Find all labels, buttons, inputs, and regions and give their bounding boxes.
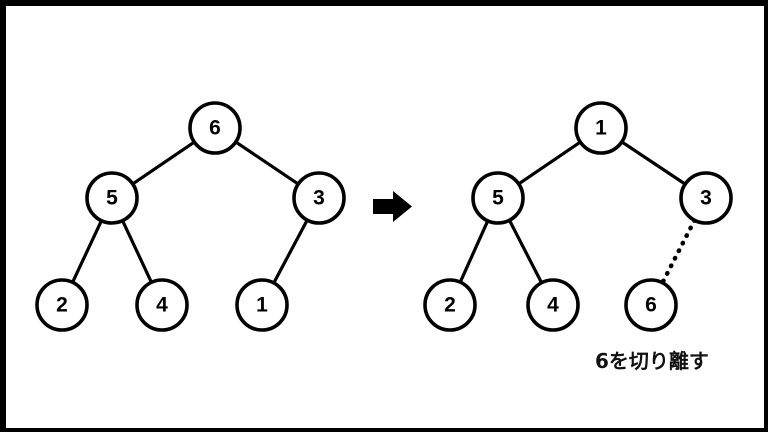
tree-edge-b-l-b-lr <box>120 219 154 284</box>
node-label: 4 <box>156 294 168 317</box>
tree-node-4[interactable]: 4 <box>526 278 580 332</box>
tree-edge-b-root-b-l <box>131 140 196 186</box>
tree-node-3[interactable]: 3 <box>679 171 733 225</box>
caption-label: 6を切り離す <box>595 349 709 373</box>
tree-edge-b-l-b-ll <box>70 219 104 284</box>
node-circle <box>574 101 628 155</box>
node-label: 1 <box>256 294 268 317</box>
node-circle <box>235 278 289 332</box>
node-circle <box>188 101 242 155</box>
node-circle <box>624 278 678 332</box>
node-label: 3 <box>313 187 325 210</box>
tree-edge-b-r-b-rl <box>272 218 309 285</box>
tree-after-panel: 1 5 3 2 4 6 <box>423 101 733 332</box>
tree-node-1[interactable]: 1 <box>574 101 628 155</box>
tree-node-3[interactable]: 3 <box>292 171 346 225</box>
tree-node-2[interactable]: 2 <box>423 278 477 332</box>
tree-node-5[interactable]: 5 <box>85 171 139 225</box>
node-label: 2 <box>56 294 68 317</box>
tree-after-edges <box>458 140 697 286</box>
tree-before-edges <box>70 140 309 285</box>
tree-before-panel: 6 5 3 2 4 1 <box>35 101 346 332</box>
tree-edge-a-l-a-ll <box>458 219 490 284</box>
tree-node-5[interactable]: 5 <box>471 171 525 225</box>
node-label: 5 <box>106 187 118 210</box>
tree-node-1[interactable]: 1 <box>235 278 289 332</box>
tree-before-nodes: 6 5 3 2 4 1 <box>35 101 346 332</box>
node-label: 6 <box>645 294 657 317</box>
node-circle <box>85 171 139 225</box>
tree-edge-b-root-b-r <box>234 140 300 186</box>
tree-edge-a-root-a-l <box>517 140 582 186</box>
node-circle <box>423 278 477 332</box>
node-circle <box>135 278 189 332</box>
node-circle <box>679 171 733 225</box>
right-arrow-icon <box>373 191 412 222</box>
node-circle <box>35 278 89 332</box>
tree-node-4[interactable]: 4 <box>135 278 189 332</box>
tree-node-6[interactable]: 6 <box>624 278 678 332</box>
node-label: 6 <box>209 117 221 140</box>
node-circle <box>292 171 346 225</box>
tree-edge-a-l-a-lr <box>507 218 544 285</box>
tree-edge-a-root-a-r <box>620 140 687 186</box>
node-label: 2 <box>444 294 456 317</box>
tree-node-2[interactable]: 2 <box>35 278 89 332</box>
node-circle <box>526 278 580 332</box>
tree-after-nodes: 1 5 3 2 4 6 <box>423 101 733 332</box>
node-label: 4 <box>547 294 559 317</box>
tree-edge-a-r-a-rl <box>660 217 697 286</box>
node-label: 5 <box>492 187 504 210</box>
node-circle <box>471 171 525 225</box>
tree-node-6[interactable]: 6 <box>188 101 242 155</box>
node-label: 1 <box>595 117 607 140</box>
node-label: 3 <box>700 187 712 210</box>
